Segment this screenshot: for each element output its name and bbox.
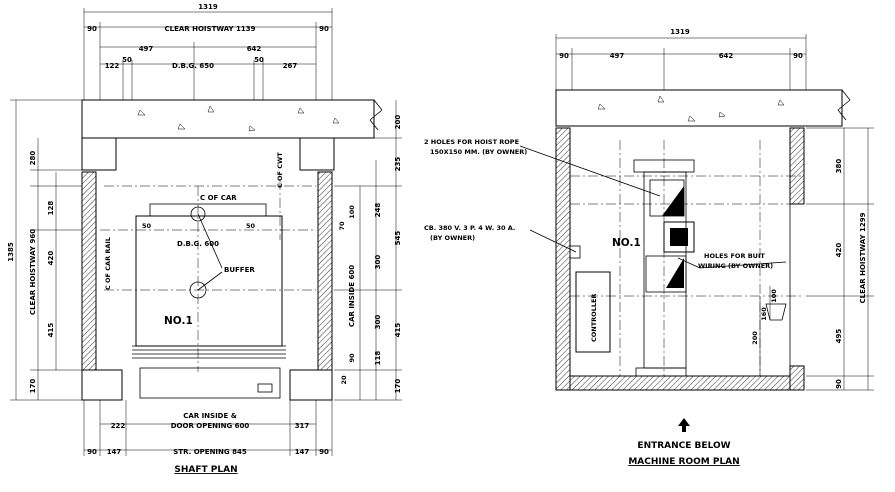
dim-50l: 50 <box>142 222 152 230</box>
dim-left-wall: 90 <box>87 25 97 33</box>
dim-118: 118 <box>374 351 382 366</box>
label-cb-1: CB. 380 V. 3 P. 4 W. 30 A. <box>424 224 515 232</box>
dim-50a: 50 <box>122 56 132 64</box>
dim-r170: 170 <box>394 379 402 394</box>
mr-dim-495: 495 <box>835 329 843 344</box>
label-holes-wiring-2: WIRING (BY OWNER) <box>698 262 773 270</box>
label-c-of-cwt: C OF CWT <box>276 152 284 188</box>
mr-dim-642: 642 <box>719 52 734 60</box>
dim-car-inside-v: CAR INSIDE 600 <box>348 265 356 327</box>
mr-dim-497: 497 <box>610 52 625 60</box>
label-c-of-car: C OF CAR <box>200 194 237 202</box>
dim-r545: 545 <box>394 231 402 246</box>
dim-r235: 235 <box>394 157 402 172</box>
mr-dim-420: 420 <box>835 243 843 258</box>
dim-248: 248 <box>374 203 382 218</box>
dim-90: 90 <box>348 353 356 363</box>
dim-car-inside-h1: CAR INSIDE & <box>183 412 237 420</box>
mr-dim-clear-hoistway: CLEAR HOISTWAY 1299 <box>859 212 867 303</box>
mr-dim-90a: 90 <box>559 52 569 60</box>
dim-415: 415 <box>47 323 55 338</box>
mr-dim-160: 160 <box>760 307 768 321</box>
dim-300a: 300 <box>374 255 382 270</box>
dim-dbg-top: D.B.G. 650 <box>172 62 214 70</box>
dim-clear-hoistway: CLEAR HOISTWAY 1139 <box>165 25 256 33</box>
dim-50r: 50 <box>246 222 256 230</box>
dim-128: 128 <box>47 201 55 216</box>
machine-room-plan-title: MACHINE ROOM PLAN <box>628 457 739 467</box>
dim-642: 642 <box>247 45 262 53</box>
dim-b147a: 147 <box>107 448 122 456</box>
machine-room-plan: 1319 90 497 642 90 380 420 495 90 CLEAR … <box>424 28 874 467</box>
label-mr-no1: NO.1 <box>612 237 641 249</box>
dim-20: 20 <box>340 375 348 385</box>
label-c-of-car-rail: C OF CAR RAIL <box>104 237 112 290</box>
mr-dim-90: 90 <box>835 379 843 389</box>
mr-dim-overall: 1319 <box>670 28 690 36</box>
dim-overall: 1319 <box>198 3 218 11</box>
dim-267: 267 <box>283 62 298 70</box>
dim-b147b: 147 <box>295 448 310 456</box>
dim-100: 100 <box>348 205 356 219</box>
dim-280: 280 <box>29 151 37 166</box>
label-holes-rope-2: 150X150 MM. (BY OWNER) <box>430 148 527 156</box>
dim-170: 170 <box>29 379 37 394</box>
dim-right-wall: 90 <box>319 25 329 33</box>
dim-300b: 300 <box>374 315 382 330</box>
mr-dim-200: 200 <box>751 331 759 345</box>
dim-r415: 415 <box>394 323 402 338</box>
label-no1: NO.1 <box>164 315 193 327</box>
dim-total-v: 1385 <box>7 242 15 262</box>
dim-r200: 200 <box>394 115 402 130</box>
dim-str-opening: STR. OPENING 845 <box>173 448 247 456</box>
dim-clear-hoistway-v: CLEAR HOISTWAY 960 <box>29 229 37 315</box>
mr-dim-100: 100 <box>770 289 778 303</box>
dim-b90a: 90 <box>87 448 97 456</box>
dim-497: 497 <box>139 45 154 53</box>
label-dbg-car: D.B.G. 600 <box>177 240 219 248</box>
dim-car-inside-h2: DOOR OPENING 600 <box>171 422 250 430</box>
label-buffer: BUFFER <box>224 266 255 274</box>
label-cb-2: (BY OWNER) <box>430 234 475 242</box>
dim-420: 420 <box>47 251 55 266</box>
dim-317: 317 <box>295 422 310 430</box>
label-holes-rope-1: 2 HOLES FOR HOIST ROPE <box>424 138 519 146</box>
mr-dim-380: 380 <box>835 159 843 174</box>
label-entrance-below: ENTRANCE BELOW <box>637 441 730 451</box>
shaft-plan-title: SHAFT PLAN <box>174 465 237 475</box>
dim-70: 70 <box>338 221 346 231</box>
dim-222: 222 <box>111 422 126 430</box>
label-holes-wiring-1: HOLES FOR BUIT <box>704 252 765 260</box>
arrow-up-icon <box>678 418 690 432</box>
dim-122: 122 <box>105 62 120 70</box>
dim-50b: 50 <box>254 56 264 64</box>
shaft-plan: 1319 90 CLEAR HOISTWAY 1139 90 497 642 1… <box>7 3 402 475</box>
label-controller: CONTROLLER <box>590 294 598 342</box>
dim-b90b: 90 <box>319 448 329 456</box>
mr-dim-90b: 90 <box>793 52 803 60</box>
